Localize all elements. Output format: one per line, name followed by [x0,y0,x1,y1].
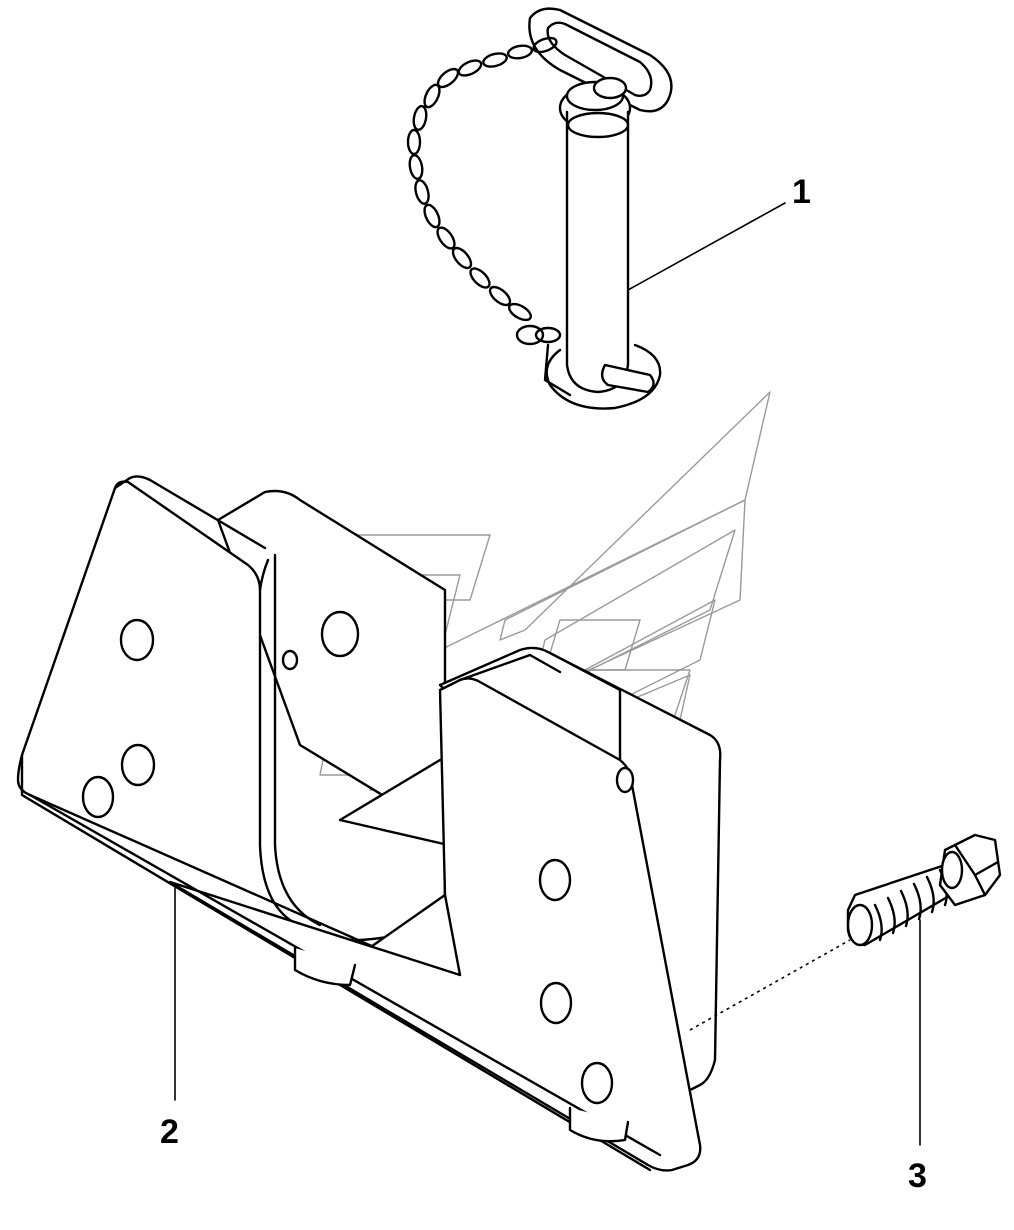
alignment-dashed-line [689,939,851,1031]
hitch-pin-with-chain-icon [406,7,673,410]
bracket-holes [81,610,635,1105]
drawbar-bracket-icon [16,475,722,1172]
callout-3: 3 [908,1157,927,1195]
leader-line-1 [627,202,786,291]
callout-1: 1 [792,173,811,211]
callout-2: 2 [160,1113,179,1151]
hex-bolt-icon [846,833,1002,947]
